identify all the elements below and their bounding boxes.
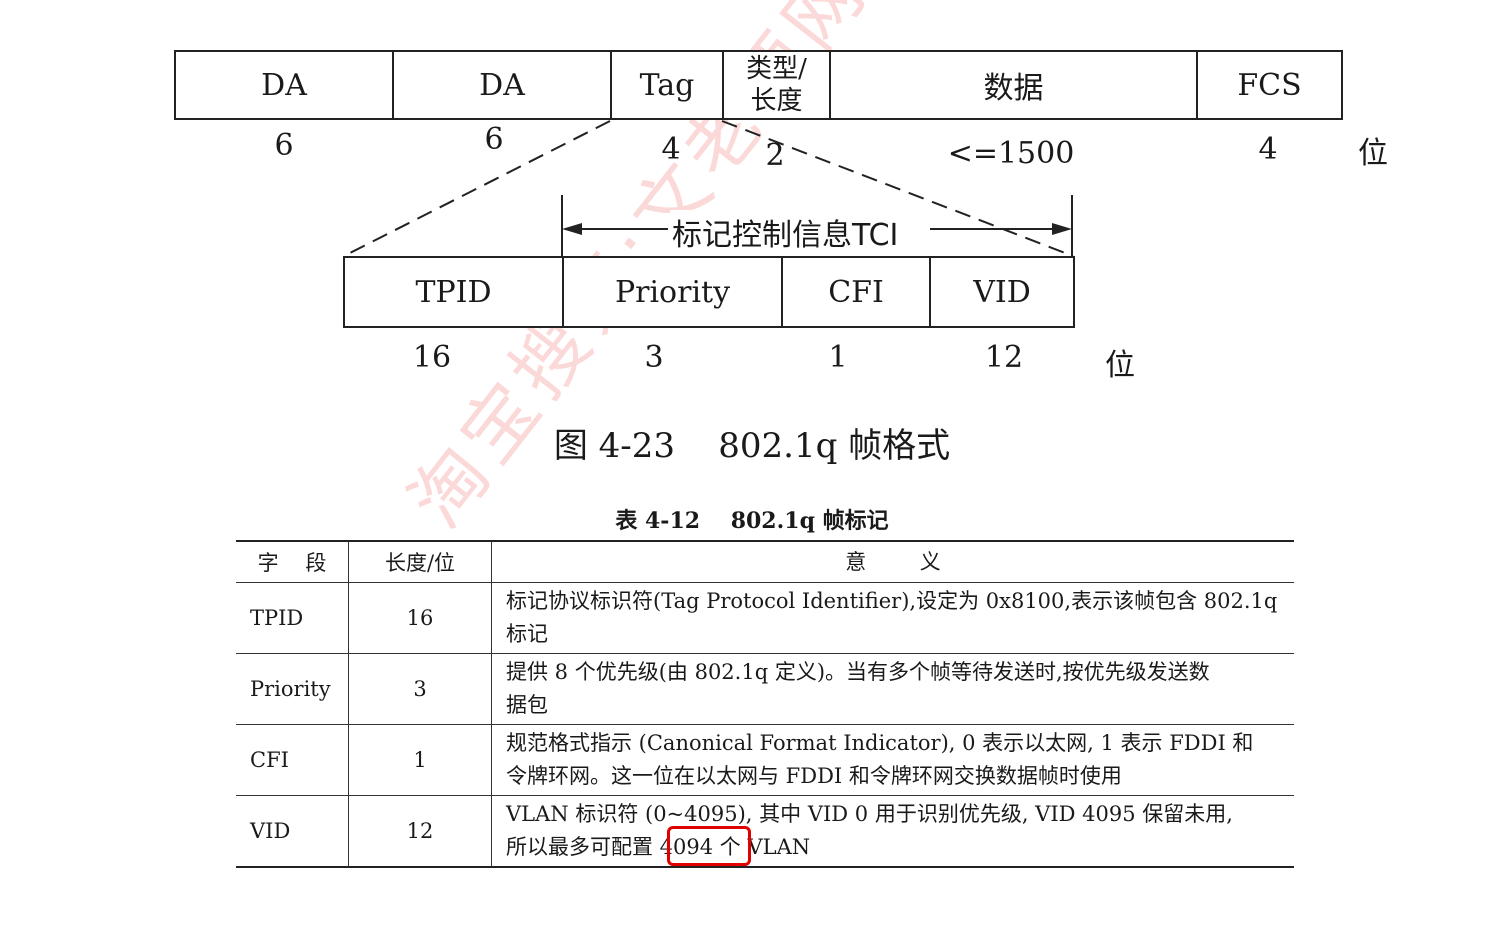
frame-field-data: 数据 xyxy=(829,50,1198,120)
tag-field-tpid: TPID xyxy=(343,256,564,328)
type-length-line1: 类型/ xyxy=(746,54,807,84)
row-length: 1 xyxy=(348,724,492,796)
tci-label: 标记控制信息TCI xyxy=(670,210,901,254)
row-meaning-line2: 据包 xyxy=(506,693,548,717)
table-row: Priority 3 提供 8 个优先级(由 802.1q 定义)。当有多个帧等… xyxy=(236,653,1294,725)
frame-size-data: <=1500 xyxy=(947,136,1075,171)
frame-field-tag: Tag xyxy=(610,50,724,120)
row-meaning-line1: 规范格式指示 (Canonical Format Indicator), 0 表… xyxy=(506,731,1254,755)
frame-size-tag: 4 xyxy=(661,132,681,167)
row-meaning: 标记协议标识符(Tag Protocol Identifier),设定为 0x8… xyxy=(491,582,1294,654)
tag-size-priority: 3 xyxy=(644,340,664,375)
frame-field-type-length: 类型/ 长度 xyxy=(722,50,831,120)
row-field: CFI xyxy=(236,724,349,796)
row-field: Priority xyxy=(236,653,349,725)
row-meaning-line2: 标记 xyxy=(506,622,548,646)
tag-unit: 位 xyxy=(1105,348,1135,383)
row-meaning-line2: 所以最多可配置 4094 个 VLAN xyxy=(506,835,811,859)
highlight-box xyxy=(667,826,751,866)
tag-field-priority: Priority xyxy=(562,256,783,328)
header-meaning: 意 义 xyxy=(491,540,1294,583)
table-row: CFI 1 规范格式指示 (Canonical Format Indicator… xyxy=(236,724,1294,796)
tag-field-vid: VID xyxy=(929,256,1075,328)
table-header-row: 字 段 长度/位 意 义 xyxy=(236,540,1294,583)
row-meaning: VLAN 标识符 (0~4095), 其中 VID 0 用于识别优先级, VID… xyxy=(491,795,1294,868)
row-meaning: 提供 8 个优先级(由 802.1q 定义)。当有多个帧等待发送时,按优先级发送… xyxy=(491,653,1294,725)
frame-tag-table: 字 段 长度/位 意 义 TPID 16 标记协议标识符(Tag Protoco… xyxy=(236,540,1294,868)
tag-size-tpid: 16 xyxy=(412,340,452,375)
tag-size-vid: 12 xyxy=(984,340,1024,375)
header-field: 字 段 xyxy=(236,540,349,583)
figure-caption: 图 4-23 802.1q 帧格式 xyxy=(553,426,951,466)
row-meaning-line1: VLAN 标识符 (0~4095), 其中 VID 0 用于识别优先级, VID… xyxy=(506,802,1233,826)
row-length: 12 xyxy=(348,795,492,868)
frame-size-fcs: 4 xyxy=(1258,132,1278,167)
type-length-line2: 长度 xyxy=(750,86,803,116)
table-row: VID 12 VLAN 标识符 (0~4095), 其中 VID 0 用于识别优… xyxy=(236,795,1294,868)
frame-size-type-length: 2 xyxy=(765,138,785,173)
header-length: 长度/位 xyxy=(348,540,492,583)
frame-size-da-1: 6 xyxy=(274,128,294,163)
row-field: TPID xyxy=(236,582,349,654)
frame-unit: 位 xyxy=(1358,136,1388,171)
tag-size-cfi: 1 xyxy=(828,340,848,375)
frame-field-fcs: FCS xyxy=(1196,50,1343,120)
frame-field-da-2: DA xyxy=(392,50,612,120)
table-row: TPID 16 标记协议标识符(Tag Protocol Identifier)… xyxy=(236,582,1294,654)
row-meaning: 规范格式指示 (Canonical Format Indicator), 0 表… xyxy=(491,724,1294,796)
row-length: 3 xyxy=(348,653,492,725)
frame-field-da-1: DA xyxy=(174,50,394,120)
row-length: 16 xyxy=(348,582,492,654)
row-field: VID xyxy=(236,795,349,868)
frame-size-da-2: 6 xyxy=(484,122,504,157)
tag-field-cfi: CFI xyxy=(781,256,931,328)
row-meaning-line1: 提供 8 个优先级(由 802.1q 定义)。当有多个帧等待发送时,按优先级发送… xyxy=(506,660,1210,684)
row-meaning-line2: 令牌环网。这一位在以太网与 FDDI 和令牌环网交换数据帧时使用 xyxy=(506,764,1122,788)
table-caption: 表 4-12 802.1q 帧标记 xyxy=(615,508,889,534)
row-meaning-line1: 标记协议标识符(Tag Protocol Identifier),设定为 0x8… xyxy=(506,589,1278,613)
